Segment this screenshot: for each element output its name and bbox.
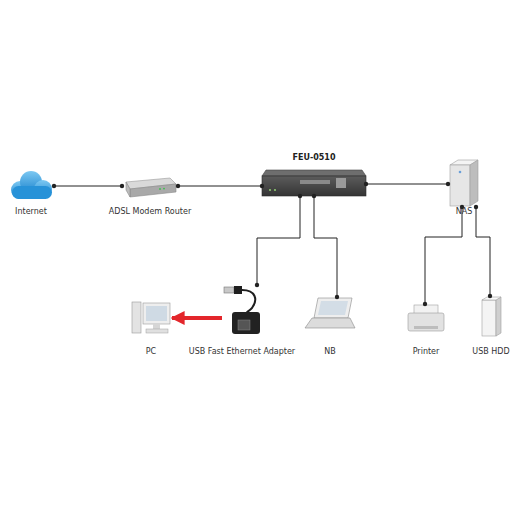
junction-dot [488,294,492,298]
device-node: FEU-0510 [262,170,366,196]
network-cable [476,207,490,296]
router-side [126,182,130,197]
pc-tower [132,302,141,333]
nas-front [450,165,470,206]
junction-dot [446,182,450,186]
device-label: Printer [413,347,440,357]
network-cable [178,186,262,187]
device-node: USB Fast Ethernet Adapter [222,285,262,336]
adapter-body [232,312,260,334]
device-node: Internet [8,170,54,200]
device-label: NAS [456,207,473,217]
device-node: NB [304,297,356,330]
printer-paper [414,305,438,314]
junction-dot [312,194,316,198]
usb-plug-body [234,286,242,294]
junction-dot [260,184,264,188]
junction-dot [120,184,124,188]
switch-led [274,189,276,191]
network-cable [314,196,337,297]
device-label: PC [146,347,156,357]
switch-front [262,176,366,196]
device-node: USB HDD [480,296,502,338]
pc-screen [146,306,167,321]
laptop-lid [314,298,352,318]
switch-logo [336,178,346,188]
network-cable [366,184,448,185]
router-led [159,188,161,190]
ethernet-port [238,320,250,330]
router-led [163,188,165,190]
nas-side [470,160,478,206]
laptop-base [305,318,355,328]
device-node: NAS [448,160,480,207]
junction-dot [255,283,259,287]
hdd-side [496,297,501,336]
pc-stand [153,324,160,329]
device-label: FEU-0510 [292,153,335,163]
network-cable [425,207,462,304]
junction-dot [364,182,368,186]
hdd-top [482,297,501,300]
junction-dot [298,194,302,198]
junction-dot [423,302,427,306]
pc-keyboard [146,329,168,333]
junction-dot [176,184,180,188]
device-node: PC [130,300,172,336]
usb-cable [242,290,255,314]
switch-panel [300,180,330,184]
printer-body [408,313,444,331]
hdd-front [482,300,496,336]
pc-monitor [143,303,170,324]
cloud-shape [12,186,52,199]
device-label: USB Fast Ethernet Adapter [189,347,295,357]
device-node: Printer [407,304,445,334]
junction-dot [52,184,56,188]
printer-slot [414,326,438,329]
router-front [130,184,176,197]
device-node: ADSL Modem Router [122,176,178,198]
switch-led [269,189,271,191]
arrow-connector [172,316,222,320]
network-cable [54,186,122,187]
network-cable [257,196,300,285]
device-label: Internet [15,207,47,217]
switch-top [262,170,366,176]
usb-plug [224,287,234,293]
junction-dot [335,295,339,299]
device-label: NB [324,347,335,357]
device-label: USB HDD [472,347,509,357]
laptop-screen [318,301,348,315]
nas-led [459,171,462,174]
junction-dot [474,205,478,209]
device-label: ADSL Modem Router [109,207,191,217]
